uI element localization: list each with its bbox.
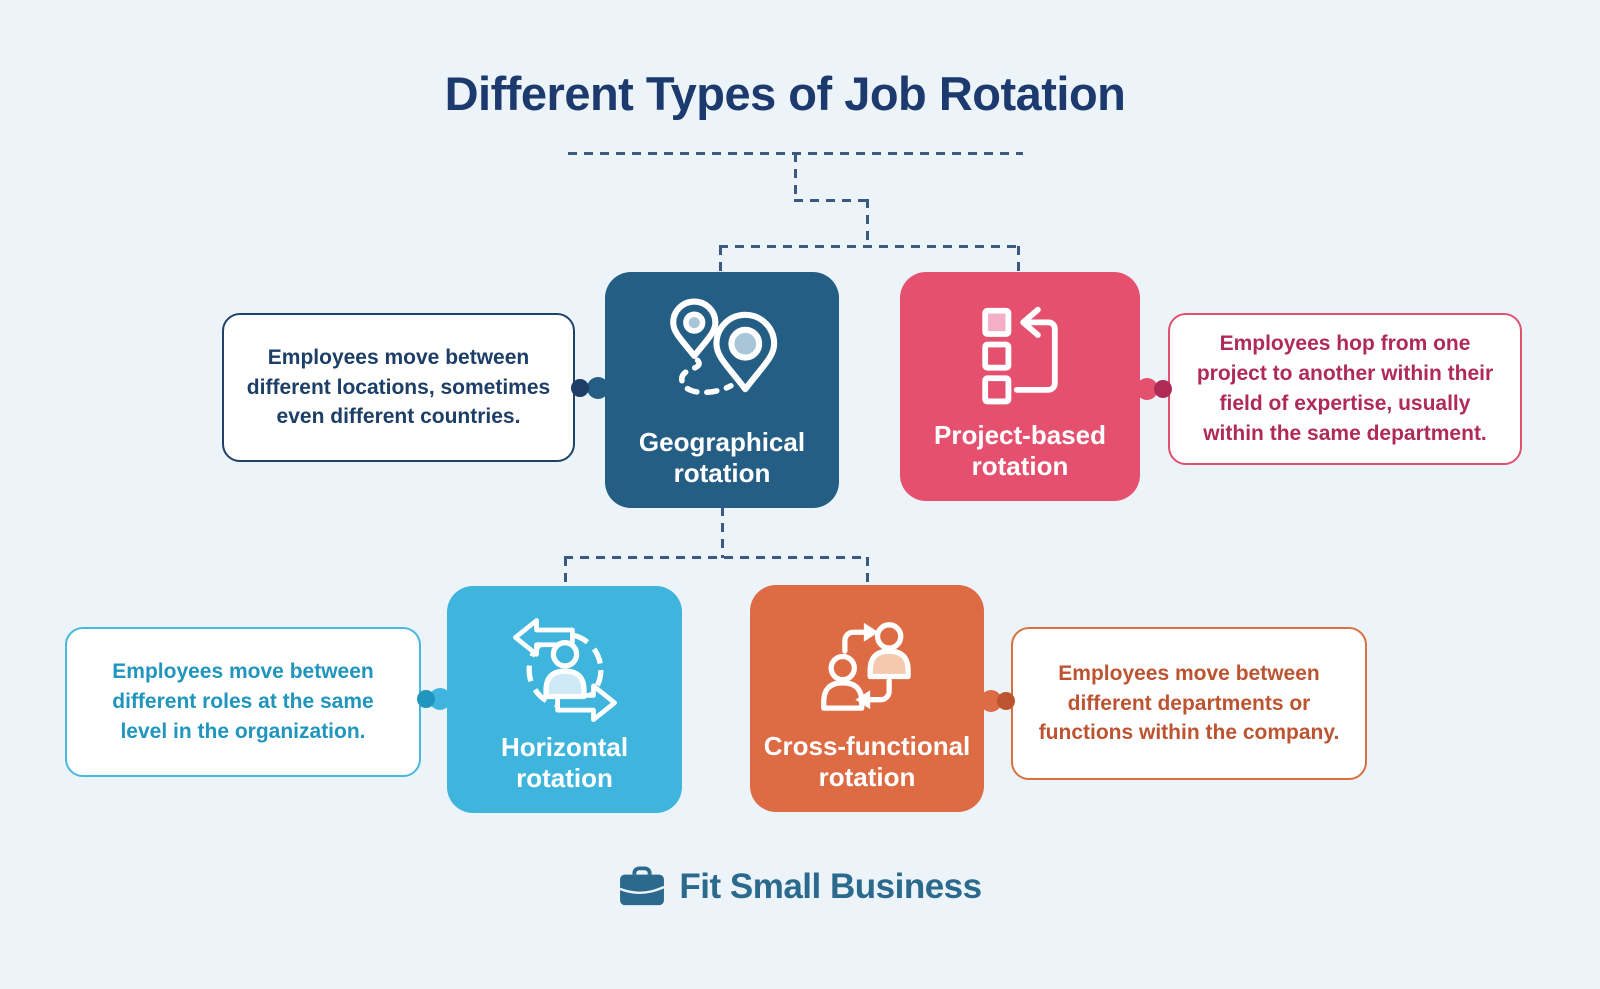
connector-line: [564, 557, 567, 588]
brand-logo-text: Fit Small Business: [679, 867, 982, 906]
connector-line: [794, 199, 869, 202]
callout-project-based-rotation: Employees hop from one project to anothe…: [1168, 313, 1522, 465]
connector-line: [866, 557, 869, 587]
callout-text: Employees hop from one project to anothe…: [1196, 332, 1494, 445]
connector-bump: [1136, 378, 1158, 400]
node-project-based-rotation: Project-based rotation: [900, 272, 1140, 501]
node-label: Project-based rotation: [934, 419, 1106, 482]
connector-dot: [997, 692, 1015, 710]
connector-bump: [587, 377, 609, 399]
connector-line: [564, 556, 868, 559]
node-label: Horizontal rotation: [500, 731, 629, 794]
briefcase-icon: [620, 866, 665, 906]
task-loop-icon: [982, 306, 1058, 405]
callout-horizontal-rotation: Employees move between different roles a…: [65, 627, 421, 777]
connector-line: [719, 245, 1019, 248]
map-pins-icon: [670, 298, 778, 396]
node-label: Geographical rotation: [638, 426, 806, 489]
page-title: Different Types of Job Rotation: [444, 67, 1126, 120]
connector-bump: [429, 688, 451, 710]
connector-dot: [1154, 380, 1172, 398]
connector-line: [719, 246, 722, 274]
connector-bump: [980, 690, 1002, 712]
callout-cross-functional-rotation: Employees move between different departm…: [1011, 627, 1367, 780]
swap-people-icon: [821, 622, 911, 711]
node-geographical-rotation: Geographical rotation: [605, 272, 839, 508]
callout-geographical-rotation: Employees move between different locatio…: [222, 313, 575, 462]
connector-line: [866, 199, 869, 247]
connector-line: [721, 507, 724, 558]
callout-text: Employees move between different locatio…: [246, 345, 551, 429]
connector-dot: [417, 690, 435, 708]
connector-line: [1017, 246, 1020, 274]
cycle-person-icon: [512, 618, 617, 723]
node-cross-functional-rotation: Cross-functional rotation: [750, 585, 984, 812]
node-horizontal-rotation: Horizontal rotation: [447, 586, 682, 813]
callout-text: Employees move between different departm…: [1038, 661, 1340, 745]
connector-dot: [571, 379, 589, 397]
connector-line: [794, 153, 797, 202]
brand-logo: Fit Small Business: [0, 866, 1600, 908]
callout-text: Employees move between different roles a…: [112, 660, 374, 743]
node-label: Cross-functional rotation: [763, 730, 971, 793]
